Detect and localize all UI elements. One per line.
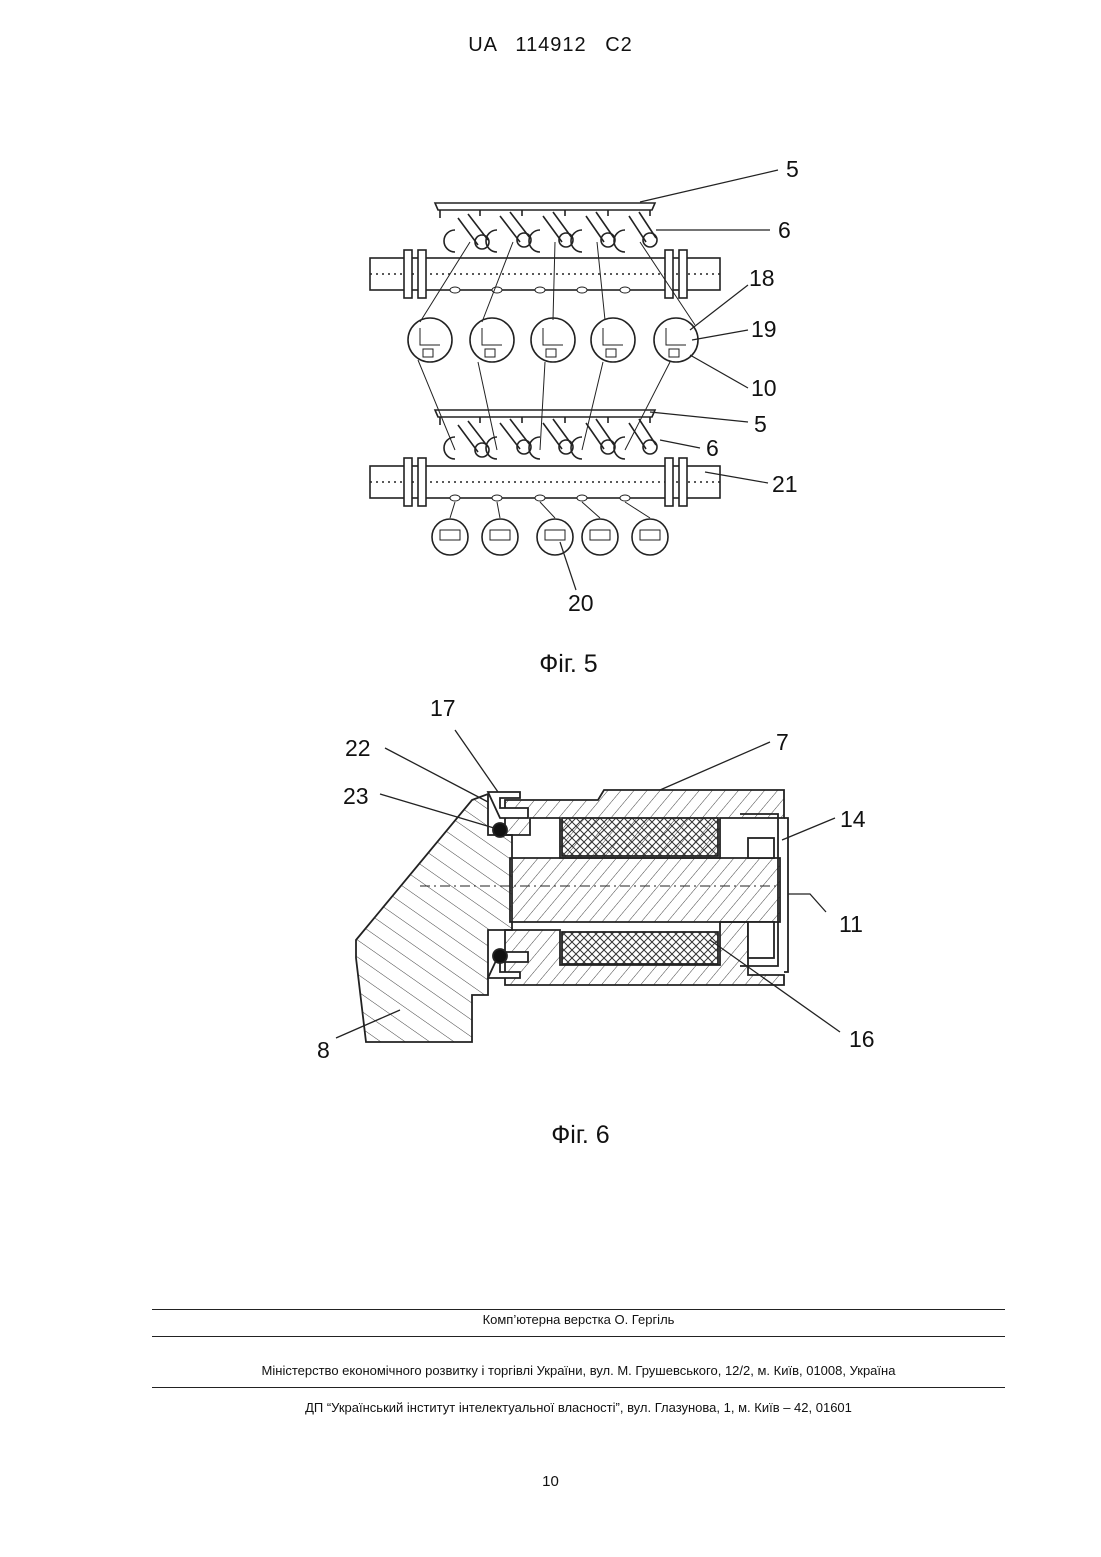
figure-6-caption: Фіг. 6 [30, 1121, 1101, 1150]
label-19: 19 [751, 316, 777, 342]
lower-nozzles [444, 419, 657, 459]
label-20: 20 [568, 590, 594, 616]
institute-address: ДП “Український інститут інтелектуальної… [152, 1400, 1005, 1415]
label-11: 11 [839, 911, 863, 937]
label-6-bottom: 6 [706, 435, 719, 461]
ministry-address: Міністерство економічного розвитку і тор… [152, 1363, 1005, 1378]
label-17: 17 [430, 695, 456, 721]
label-7: 7 [776, 729, 789, 755]
label-10: 10 [751, 375, 777, 401]
label-21: 21 [772, 471, 798, 497]
figure-6-drawing: 17 22 23 7 14 11 16 8 [0, 690, 1101, 1110]
label-23: 23 [343, 783, 369, 809]
label-8: 8 [317, 1037, 330, 1063]
upper-nozzles [444, 212, 657, 252]
detail-circles-lower [432, 519, 668, 555]
label-5-top: 5 [786, 156, 799, 182]
footer-rule-top [152, 1309, 1005, 1310]
detail-circles-upper [408, 318, 698, 362]
label-14: 14 [840, 806, 866, 832]
figure-5-drawing: 5 6 18 19 10 5 6 21 20 [0, 150, 1101, 630]
label-5-bottom: 5 [754, 411, 767, 437]
footer-rule-bottom [152, 1387, 1005, 1388]
label-22: 22 [345, 735, 371, 761]
footer-rule-middle [152, 1336, 1005, 1337]
label-16: 16 [849, 1026, 875, 1052]
patent-number: UA 114912 C2 [0, 34, 1101, 57]
page-number: 10 [0, 1473, 1101, 1490]
label-6-top: 6 [778, 217, 791, 243]
typesetting-credit: Комп’ютерна верстка О. Гергіль [152, 1312, 1005, 1327]
figure-5-caption: Фіг. 5 [18, 650, 1101, 679]
label-18: 18 [749, 265, 775, 291]
